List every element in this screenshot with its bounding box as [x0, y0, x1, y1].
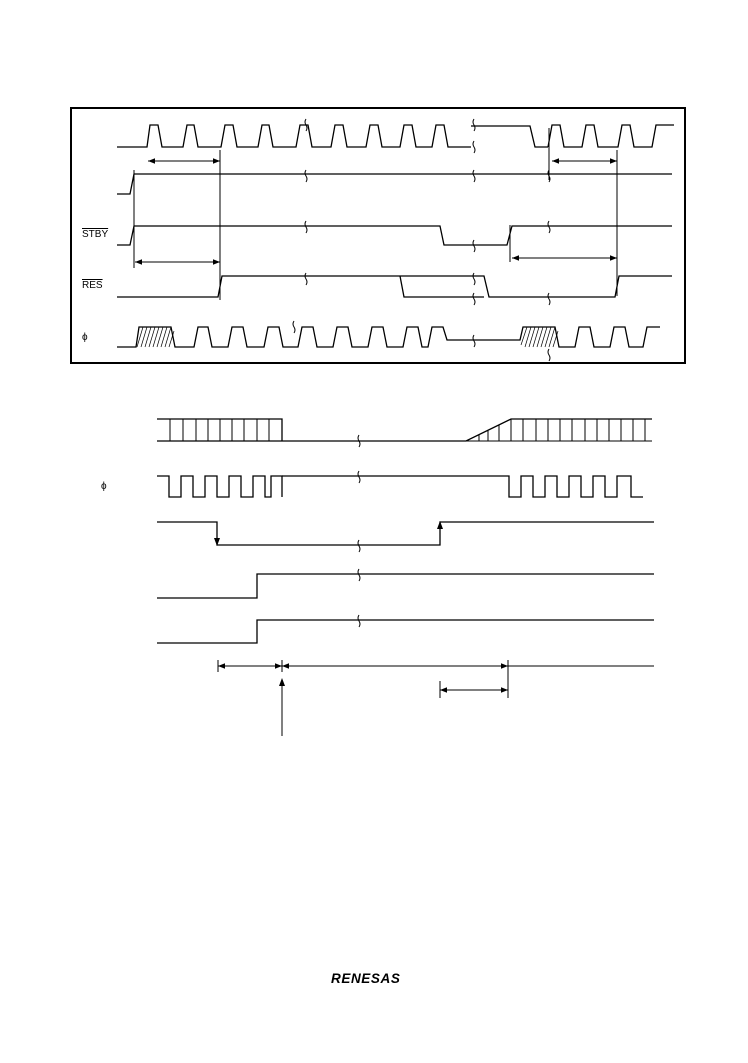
- stby-signal-label: STBY: [82, 229, 109, 240]
- renesas-logo: RENESAS: [331, 971, 401, 986]
- bottom-oscillator-wave: [157, 418, 652, 442]
- bottom-phi-wave: [157, 475, 643, 498]
- res-signal-label: RES: [82, 280, 103, 291]
- stby-wave: [117, 225, 672, 246]
- bottom-signal-row-4: [157, 573, 654, 599]
- phi-signal-label-bottom: ϕ: [101, 481, 107, 492]
- top-phi-hatch-2: [520, 326, 559, 348]
- bottom-timing-line: [217, 660, 654, 736]
- phi-signal-label-top: ϕ: [82, 332, 88, 343]
- res-wave: [117, 275, 672, 298]
- top-signal-row-2: [117, 173, 672, 195]
- bottom-break-marks: [357, 434, 361, 628]
- top-clock-wave: [117, 124, 674, 148]
- bottom-signal-row-5: [157, 619, 654, 644]
- bottom-signal-row-3: [157, 521, 654, 546]
- top-phi-wave: [117, 326, 660, 348]
- timing-diagram-top: [70, 107, 686, 364]
- top-phi-hatch-1: [136, 326, 175, 348]
- top-break-marks: [292, 118, 551, 362]
